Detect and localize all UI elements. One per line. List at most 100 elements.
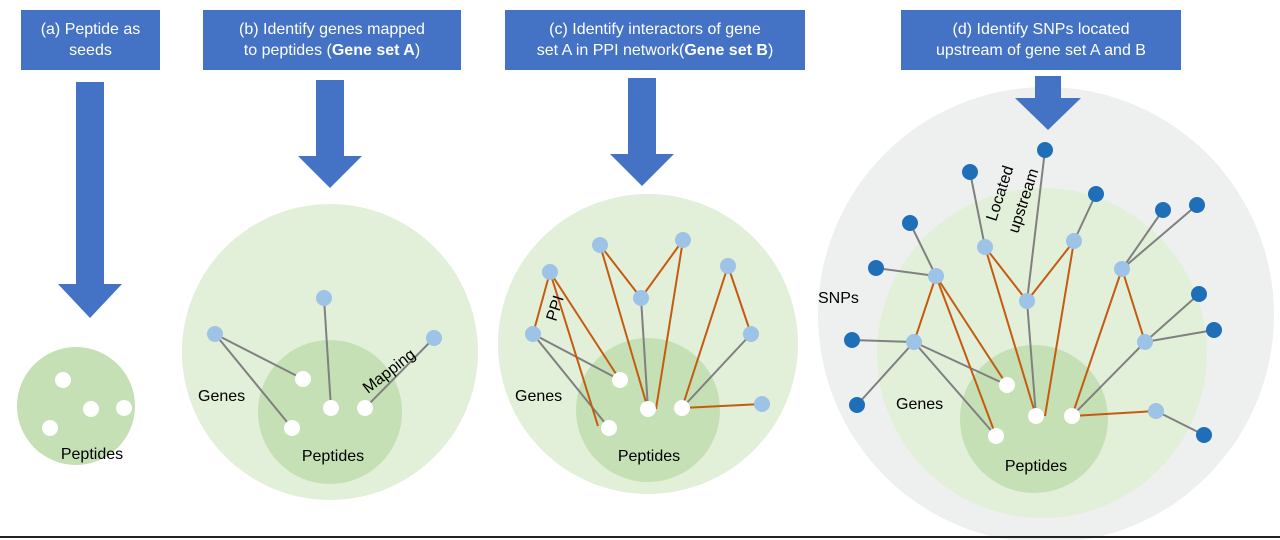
bottom-divider [0,536,1280,538]
step-a-line1: (a) Peptide as [40,21,141,38]
snps-label: SNPs [818,290,859,307]
step-a-line2: seeds [69,40,112,61]
gene-link [323,297,332,409]
step-box-a: (a) Peptide as seeds [21,10,160,70]
gene-node [743,326,759,342]
snp-node [844,332,860,348]
ppi-link [1071,268,1123,417]
snp-node [1037,142,1053,158]
gene-node [720,258,736,274]
peptide-node [42,420,58,436]
snp-link [1121,204,1198,270]
step-b-line2-post: ) [414,42,421,59]
snp-node [1189,197,1205,213]
snp-node [1191,286,1207,302]
gene-node [906,334,922,350]
gene-nodes [207,232,1164,419]
peptide-node [116,400,132,416]
ppi-link [727,265,752,335]
peptides-label-d: Peptides [1005,458,1067,475]
down-arrow-icon [1015,76,1081,130]
ppi-link [935,275,1008,386]
peptides-label-b: Peptides [302,448,364,465]
down-arrow-icon [58,82,122,318]
ppi-link [1071,410,1157,417]
gene-node [754,396,770,412]
snp-node [902,215,918,231]
step-d-line2-text: upstream of gene set A and B [936,42,1146,59]
ppi-link [1121,268,1146,343]
peptide-nodes [42,371,1080,444]
step-d-line2: upstream of gene set A and B [936,40,1146,61]
gene-node [592,237,608,253]
step-box-c: (c) Identify interactors of gene set A i… [505,10,805,70]
snp-link [875,267,937,277]
genes-label-b: Genes [198,388,245,405]
step-box-b: (b) Identify genes mapped to peptides (G… [203,10,461,70]
gene-node [1019,293,1035,309]
down-arrow-icon [610,78,674,186]
peptide-node [999,377,1015,393]
gene-node [426,330,442,346]
snp-node [1206,322,1222,338]
step-b-line2: to peptides (Gene set A) [244,40,420,61]
peptide-node [674,400,690,416]
snp-node [1088,186,1104,202]
gene-link [214,333,293,429]
peptide-node [284,420,300,436]
genes-label-c: Genes [515,388,562,405]
step-c-line2-post: ) [767,42,774,59]
ppi-link [681,403,763,409]
ppi-link [655,239,684,410]
gene-link [640,297,649,410]
mapping-link [364,337,435,409]
ppi-link [549,271,621,381]
snp-link [1121,209,1164,270]
snp-link [969,171,986,248]
peptide-node [1028,408,1044,424]
snp-link [1073,193,1097,242]
peptide-node [323,400,339,416]
gene-link [1026,300,1037,417]
gene-link [913,341,997,437]
ppi-link [984,246,1037,417]
snp-node [1196,427,1212,443]
down-arrow-icon [298,80,362,188]
panel-a-peptide-circle [17,347,135,465]
step-b-line1: (b) Identify genes mapped [239,21,425,38]
snp-link [1144,293,1200,343]
peptide-node [988,428,1004,444]
step-c-line2-pre: set A in PPI network( [536,42,685,59]
snp-node [868,260,884,276]
gene-link [681,333,752,409]
gene-link [532,333,610,429]
peptide-node [55,372,71,388]
gene-link [1071,341,1146,417]
step-box-d: (d) Identify SNPs located upstream of ge… [901,10,1181,70]
snp-node [962,164,978,180]
step-c-line1: (c) Identify interactors of gene [549,21,761,38]
ppi-link [599,244,649,410]
gene-node [1066,233,1082,249]
snp-link [851,339,915,343]
gene-link [214,333,304,380]
peptide-node [295,371,311,387]
ppi-link [1044,240,1075,417]
peptide-node [601,420,617,436]
step-b-line2-pre: to peptides ( [243,42,332,59]
step-c-line2: set A in PPI network(Gene set B) [537,40,774,61]
panel-c-gray-edges [532,297,752,429]
peptide-node [357,400,373,416]
gene-set-a-label: Gene set A [331,42,415,59]
snp-link [1155,410,1205,436]
gene-node [1137,334,1153,350]
gene-node [207,326,223,342]
snp-node [1155,202,1171,218]
snp-link [1026,149,1046,302]
background-circles [17,87,1274,540]
arrows [58,76,1081,318]
step-a-line2-text: seeds [69,42,112,59]
peptide-node [83,401,99,417]
snp-nodes [844,142,1222,443]
snp-link [1144,329,1215,343]
